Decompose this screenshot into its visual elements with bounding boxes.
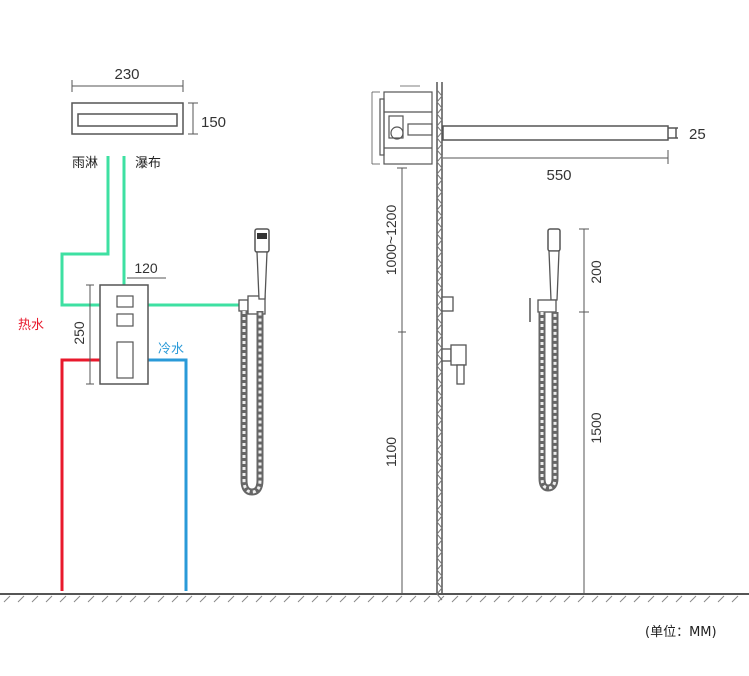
outlet-pipes (60, 156, 243, 307)
left-wall-elbow (238, 299, 249, 312)
cold-water-pipe (148, 358, 188, 591)
head-width-label: 230 (114, 66, 139, 83)
diverter-knob-side (441, 296, 454, 312)
valve-body (99, 284, 149, 385)
valve-width-label: 120 (134, 260, 158, 276)
unit-note: (单位：MM) (645, 625, 717, 640)
left-hose (240, 311, 264, 496)
head-height-label: 150 (201, 114, 226, 131)
shower-head-top-view (71, 102, 184, 135)
hot-water-pipe (60, 358, 100, 591)
arm-thickness-label: 25 (689, 126, 706, 143)
mounting-height-dimension: 1000~1200 1100 (383, 167, 407, 594)
holder-height-dimension: 200 1500 (579, 228, 604, 594)
right-holder (537, 299, 557, 313)
head-height-dimension: 150 (188, 102, 226, 135)
ceiling-height-label: 1000~1200 (383, 205, 399, 276)
mixer-handle-side (441, 344, 467, 385)
right-handset-head (547, 228, 561, 252)
recessed-valve-box (371, 85, 433, 165)
floor (0, 593, 749, 603)
cold-water-label: 冷水 (158, 342, 184, 357)
rain-label: 雨淋 (72, 156, 98, 171)
right-hand-shower (529, 228, 561, 492)
holder-to-top-label: 200 (588, 260, 604, 284)
shower-arm-side-view (442, 125, 678, 141)
left-handset-head (254, 228, 270, 253)
arm-length-dimension: 550 (443, 150, 669, 184)
hot-water-label: 热水 (18, 318, 44, 333)
valve-width-dimension: 120 (127, 260, 166, 279)
valve-height-dimension: 250 (71, 284, 94, 385)
valve-height-from-floor-label: 1100 (383, 437, 399, 467)
arm-length-label: 550 (546, 167, 571, 184)
wall (436, 82, 443, 601)
waterfall-label: 瀑布 (135, 156, 161, 171)
holder-height-from-floor-label: 1500 (588, 412, 604, 443)
right-hose (538, 312, 559, 492)
head-width-dimension: 230 (71, 66, 184, 92)
left-hand-shower (238, 228, 270, 496)
valve-height-label: 250 (71, 321, 87, 345)
